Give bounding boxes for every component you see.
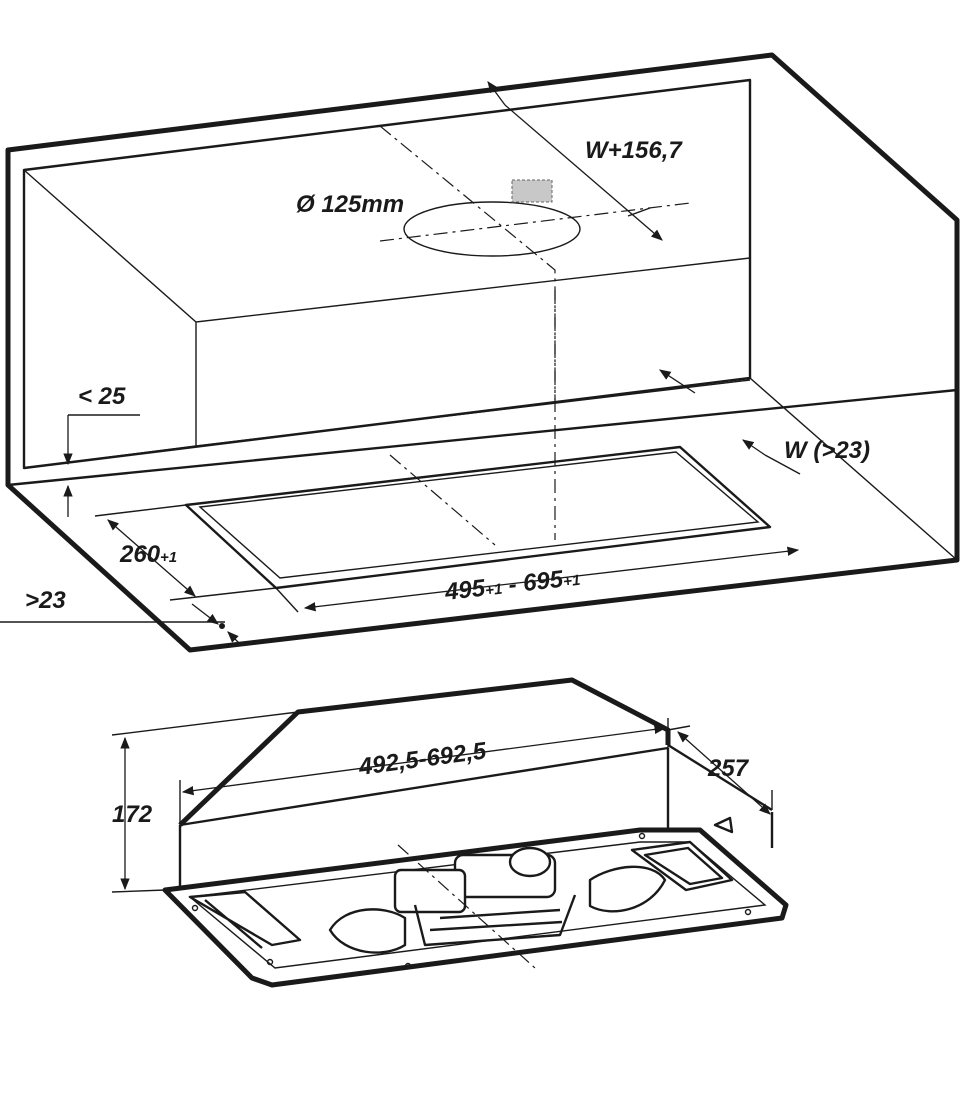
cutout-inner — [198, 451, 760, 579]
cabinet-drawing: W+156,7 Ø 125mm < 25 W (>23) 260+1 >23 4… — [0, 52, 960, 653]
label-cutout-width-min-tol: +1 — [484, 581, 503, 600]
hood-front-face — [178, 748, 774, 890]
bulb-left — [328, 908, 407, 954]
motor — [393, 846, 577, 947]
dim-cutout-width — [275, 546, 800, 613]
label-duct-offset: W+156,7 — [585, 137, 683, 164]
cabinet-interior-edges — [23, 169, 751, 469]
label-cutout-width-max-tol: +1 — [562, 572, 581, 591]
dim-hood-height — [111, 711, 299, 893]
cabinet-shelf-edge — [7, 388, 958, 487]
dim-edge-offset — [0, 603, 241, 645]
label-cabinet-wall: W (>23) — [784, 437, 870, 464]
label-cutout-width-max: 695 — [522, 566, 565, 597]
right-light-panel — [630, 840, 734, 892]
dim-duct-offset — [487, 81, 663, 241]
dim-cutout-depth — [94, 504, 277, 601]
mounting-clip — [713, 816, 734, 834]
cabinet-right-depth — [749, 377, 958, 561]
centerline-horizontal — [379, 202, 691, 242]
hood-plate-inner — [188, 841, 767, 969]
label-cutout-width: 495+1 - 695+1 — [443, 564, 582, 606]
hood-bottom-plate — [162, 827, 789, 988]
label-bottom-gap: < 25 — [78, 383, 126, 410]
screw-holes — [191, 832, 752, 970]
label-cutout-depth: 260+1 — [119, 541, 177, 568]
hood-centerline — [397, 844, 536, 969]
dim-hood-depth — [667, 725, 773, 815]
label-cutout-depth-tol: +1 — [160, 549, 177, 566]
label-hood-depth: 257 — [707, 755, 750, 782]
label-cutout-width-min: 495 — [443, 575, 487, 607]
duct-cutout — [403, 201, 581, 257]
label-cutout-depth-main: 260 — [119, 541, 161, 568]
dim-hood-width — [179, 718, 669, 825]
hood-drawing: 492,5-692,5 257 172 — [111, 677, 789, 988]
dim-bottom-gap — [63, 414, 140, 517]
label-edge-offset: >23 — [25, 587, 66, 614]
dim-cabinet-wall — [659, 369, 801, 475]
left-filter — [188, 890, 302, 949]
bulb-right — [588, 865, 667, 913]
duct-stub — [511, 179, 553, 203]
label-hood-height: 172 — [112, 801, 153, 828]
label-hood-width: 492,5-692,5 — [356, 737, 488, 781]
cutout-opening — [184, 445, 772, 590]
label-cutout-width-sep: - — [500, 570, 524, 599]
label-duct-diameter: Ø 125mm — [296, 191, 404, 218]
centerline-vertical — [379, 125, 556, 546]
